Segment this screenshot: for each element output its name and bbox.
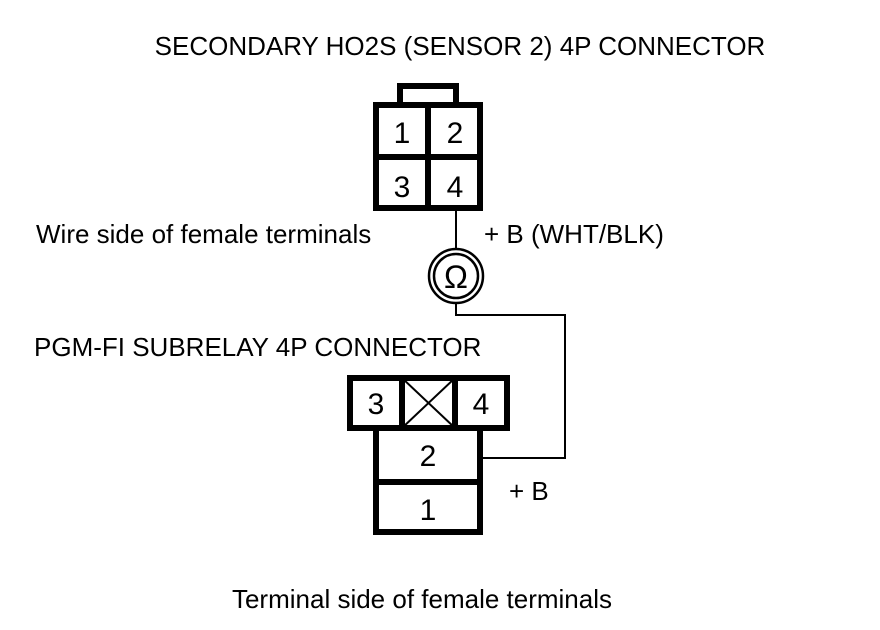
lower-view-label: Terminal side of female terminals [232, 584, 612, 614]
upper-connector: 1 2 3 4 [373, 83, 483, 211]
upper-pin-4: 4 [447, 171, 464, 204]
ohmmeter-icon: Ω [427, 247, 485, 305]
lower-pin-4: 4 [473, 388, 490, 421]
lower-pin-label: + B [509, 476, 549, 506]
upper-wire-label: + B (WHT/BLK) [484, 219, 664, 249]
ohm-symbol: Ω [444, 259, 468, 295]
upper-pin-3: 3 [394, 171, 411, 204]
lower-connector-title: PGM-FI SUBRELAY 4P CONNECTOR [34, 332, 481, 362]
lower-pin-1: 1 [420, 494, 437, 527]
upper-view-label: Wire side of female terminals [36, 219, 371, 249]
upper-pin-2: 2 [447, 117, 464, 150]
upper-pin-1: 1 [394, 117, 411, 150]
lower-pin-3: 3 [368, 388, 385, 421]
upper-connector-title: SECONDARY HO2S (SENSOR 2) 4P CONNECTOR [155, 31, 766, 61]
probe-wire-lower [455, 303, 566, 459]
lower-connector: 3 4 2 1 [347, 375, 510, 535]
lower-pin-2: 2 [420, 440, 437, 473]
upper-connector-latch [397, 83, 459, 105]
